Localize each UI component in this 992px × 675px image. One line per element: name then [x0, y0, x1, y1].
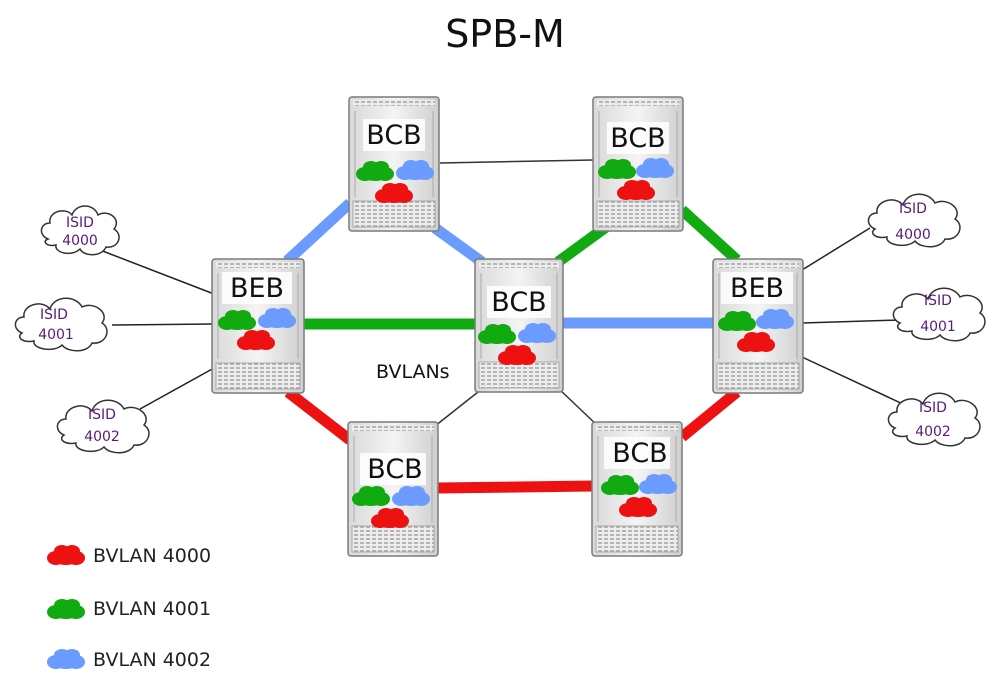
legend-label: BVLAN 4000: [93, 545, 211, 567]
link-bcb-center-to-bcb-top-right: [554, 222, 610, 267]
legend-item-bvlan-4000: BVLAN 4000: [47, 545, 211, 567]
isid-line-2: 4002: [84, 429, 120, 445]
node-label: BCB: [367, 454, 422, 485]
isid-line-2: 4000: [895, 227, 931, 243]
cloud-icon: [14, 297, 108, 352]
isid-cloud-right-4000: ISID 4000: [867, 193, 961, 248]
diagram-title: SPB-M: [445, 12, 565, 56]
cloud-icon: [40, 205, 120, 256]
isid-line-2: 4000: [62, 233, 98, 249]
legend-label: BVLAN 4001: [93, 598, 211, 620]
isid-line-1: ISID: [919, 400, 947, 416]
bvlan-4002-cloud-icon: [47, 649, 85, 669]
access-link-left-4001: [111, 323, 214, 326]
node-bcb-top-right: BCB: [592, 96, 684, 232]
legend: BVLAN 4000 BVLAN 4001 BVLAN 4002: [47, 545, 211, 671]
node-beb-left: BEB: [211, 258, 305, 394]
node-beb-right: BEB: [712, 258, 804, 394]
legend-item-bvlan-4002: BVLAN 4002: [47, 649, 211, 671]
access-link-left-4000: [99, 249, 215, 295]
link-beb-left-to-bcb-top-left: [283, 198, 354, 266]
isid-cloud-left-4001: ISID 4001: [14, 297, 108, 352]
legend-label: BVLAN 4002: [93, 649, 211, 671]
node-label: BCB: [610, 123, 665, 154]
access-link-right-4002: [801, 356, 906, 406]
access-links: [99, 227, 906, 410]
access-link-right-4000: [801, 227, 871, 271]
node-label: BEB: [730, 273, 784, 304]
isid-line-1: ISID: [899, 201, 927, 217]
link-bcb-center-to-bcb-bottom-right: [557, 387, 601, 429]
node-label: BEB: [230, 273, 284, 304]
cloud-icon: [892, 287, 986, 342]
bvlan-4000-cloud-icon: [47, 545, 85, 565]
access-link-left-4002: [139, 367, 215, 410]
link-bcb-bottom-left-to-bcb-bottom-right: [436, 480, 594, 494]
legend-item-bvlan-4001: BVLAN 4001: [47, 598, 211, 620]
link-beb-left-to-bcb-bottom-left: [284, 387, 354, 445]
trunk-links: [283, 159, 741, 494]
bvlan-4001-cloud-icon: [47, 599, 85, 619]
isid-line-2: 4002: [915, 424, 951, 440]
access-link-right-4001: [801, 319, 901, 324]
isid-line-1: ISID: [40, 307, 68, 323]
link-bcb-top-right-to-beb-right: [678, 205, 741, 265]
isid-cloud-right-4002: ISID 4002: [887, 392, 981, 447]
isid-line-2: 4001: [38, 327, 74, 343]
cloud-icon: [887, 392, 981, 447]
isid-cloud-right-4001: ISID 4001: [892, 287, 986, 342]
node-label: BCB: [491, 287, 546, 318]
isid-line-1: ISID: [66, 215, 94, 231]
link-bcb-top-left-to-bcb-top-right: [439, 159, 594, 164]
node-bcb-bottom-right: BCB: [591, 421, 683, 557]
node-bcb-top-left: BCB: [348, 96, 440, 232]
isid-cloud-left-4000: ISID 4000: [40, 205, 120, 256]
node-label: BCB: [366, 120, 421, 151]
isid-line-1: ISID: [924, 293, 952, 309]
cloud-icon: [867, 193, 961, 248]
link-bcb-top-left-to-bcb-center: [431, 223, 486, 267]
cloud-icon: [56, 399, 150, 454]
isid-cloud-left-4002: ISID 4002: [56, 399, 150, 454]
bvlans-label: BVLANs: [376, 361, 450, 383]
isid-line-1: ISID: [88, 407, 116, 423]
node-bcb-center: BCB: [474, 258, 564, 393]
node-label: BCB: [612, 438, 667, 469]
link-bcb-bottom-right-to-beb-right: [678, 387, 741, 442]
node-bcb-bottom-left: BCB: [347, 421, 439, 557]
isid-line-2: 4001: [920, 319, 956, 335]
